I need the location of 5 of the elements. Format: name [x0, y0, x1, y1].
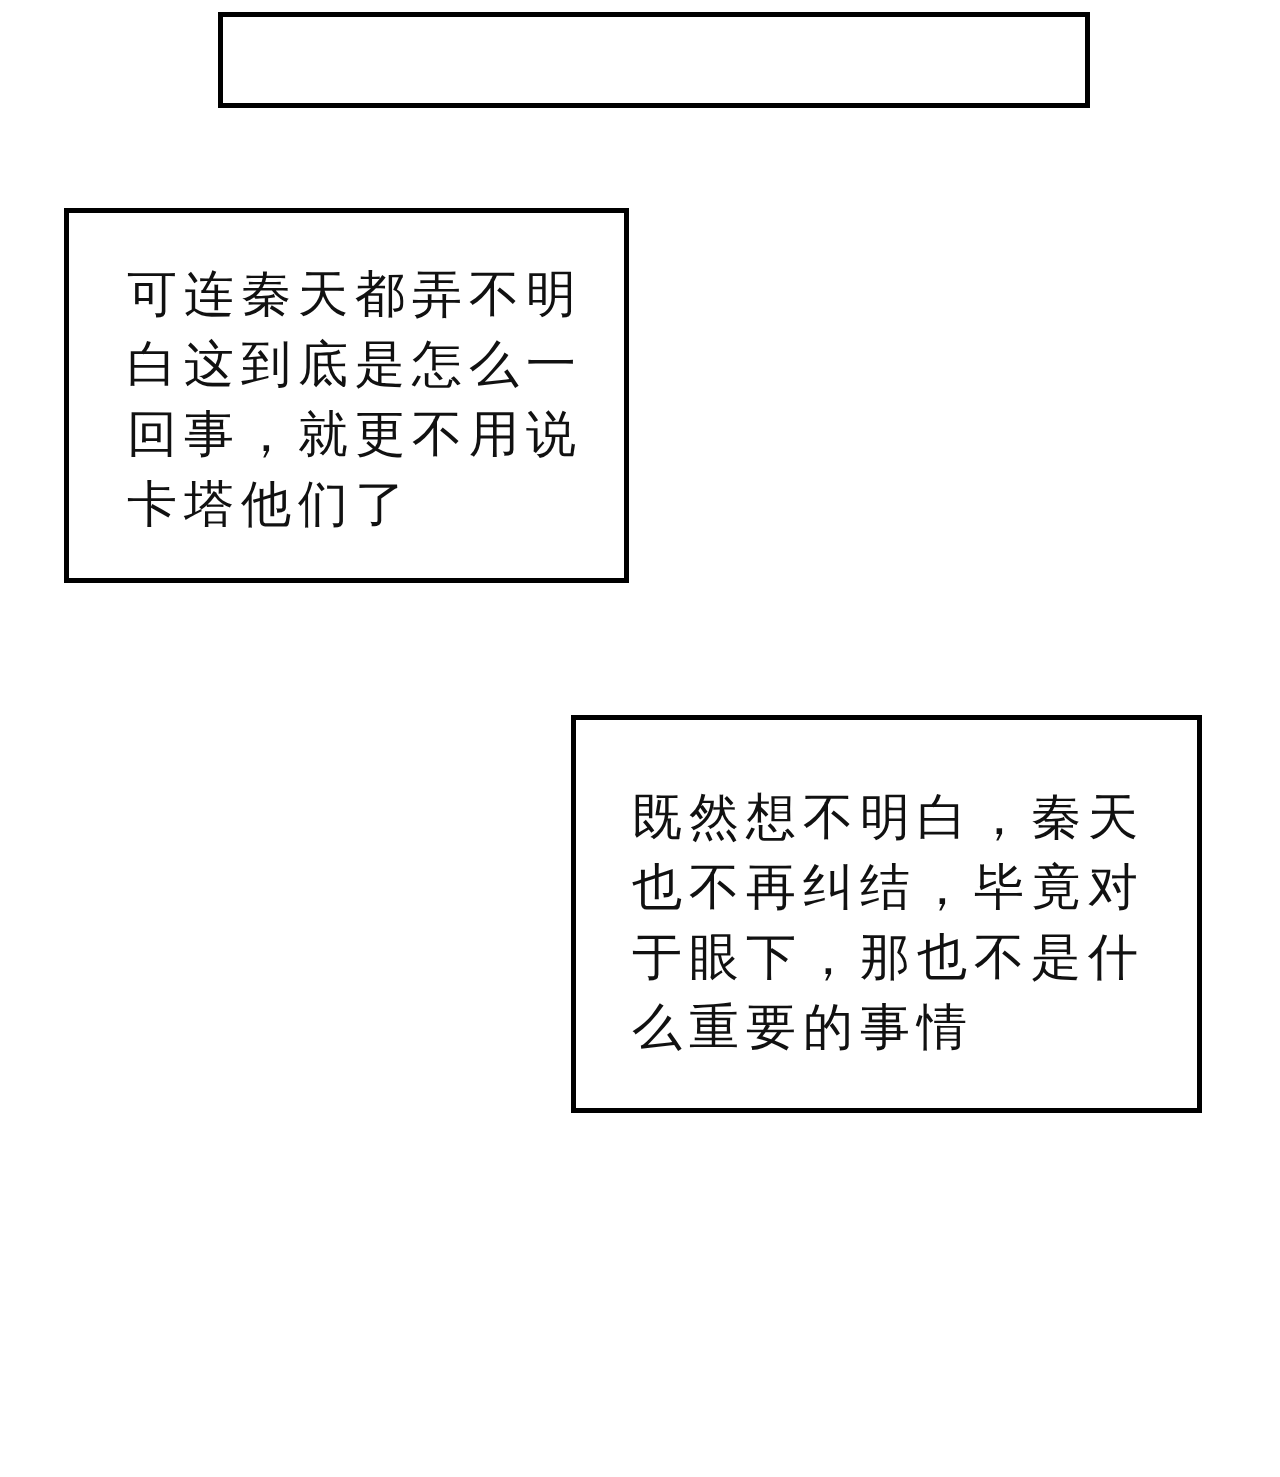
narration-text: 可连秦天都弄不明白这到底是怎么一回事，就更不用说卡塔他们了 [127, 264, 584, 535]
caption-box [571, 715, 1202, 1113]
empty-panel [218, 12, 1090, 108]
caption-box [64, 208, 629, 583]
narration-text: 既然想不明白，秦天也不再纠结，毕竟对于眼下，那也不是什么重要的事情 [632, 787, 1146, 1058]
